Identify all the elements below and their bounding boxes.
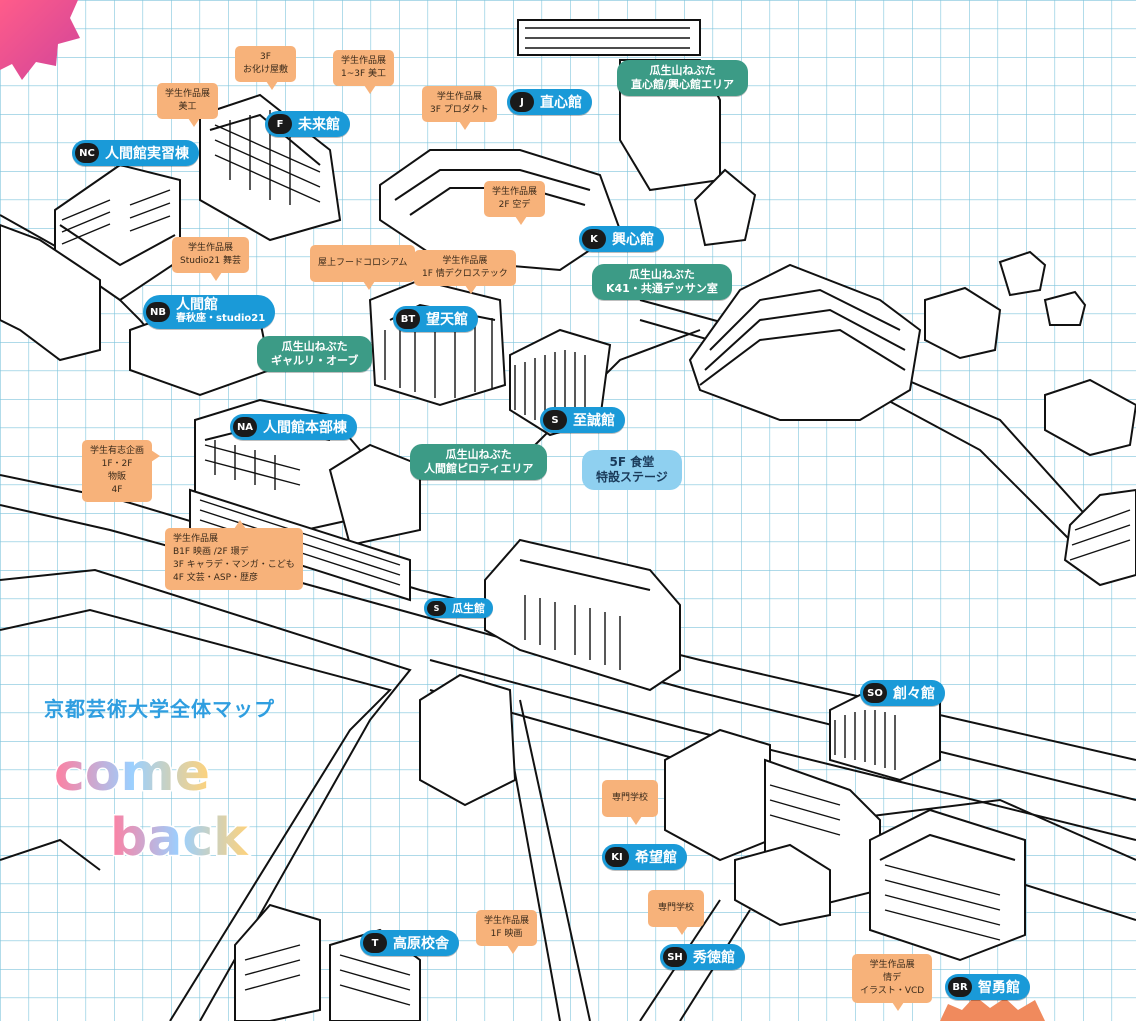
- note-studio21: 学生作品展 Studio21 舞芸: [172, 237, 249, 281]
- decorative-burst-orange-icon: [940, 996, 1045, 1021]
- note-sh-senmon: 専門学校: [648, 890, 705, 935]
- nebuta-area-k41[interactable]: 瓜生山ねぶた K41・共通デッサン室: [592, 264, 732, 300]
- map-title: 京都芸術大学全体マップ: [44, 697, 275, 721]
- note-k-kude: 学生作品展 2F 空デ: [484, 181, 546, 225]
- buildings-outline: [0, 19, 1136, 1021]
- nebuta-area-ningenkan-piloti[interactable]: 瓜生山ねぶた 人間館ピロティエリア: [410, 444, 548, 480]
- note-na-exhibition: 学生作品展 B1F 映画 /2F 環デ 3F キャラデ・マンガ・こども 4F 文…: [165, 520, 303, 590]
- nebuta-area-galerie-aube[interactable]: 瓜生山ねぶた ギャルリ・オーブ: [257, 336, 373, 372]
- note-food-colosseum: 屋上フードコロシアム: [310, 245, 416, 290]
- note-t-eiga: 学生作品展 1F 映画: [476, 910, 538, 954]
- note-br-jode: 学生作品展 情デ イラスト・VCD: [852, 954, 933, 1011]
- logo-line1: come: [54, 743, 210, 803]
- note-bt-jode: 学生作品展 1F 情デクロステック: [414, 250, 516, 294]
- note-f-bikou: 学生作品展 1~3F 美工: [333, 50, 395, 94]
- note-na-volunteer: 学生有志企画 1F・2F 物販 4F: [82, 440, 161, 502]
- note-nc-bikou: 学生作品展 美工: [157, 83, 219, 127]
- nebuta-area-chokushin-koshin[interactable]: 瓜生山ねぶた 直心館/興心館エリア: [617, 60, 749, 96]
- stage-label[interactable]: 5F 食堂 特設ステージ: [582, 450, 682, 490]
- note-obakeyashiki: 3F お化け屋敷: [235, 46, 297, 90]
- note-j-product: 学生作品展 3F プロダクト: [422, 86, 497, 130]
- logo-group: come back: [53, 742, 251, 870]
- building-label-nb[interactable]: NB 人間館 春秋座・studio21: [143, 295, 276, 329]
- note-ki-senmon: 専門学校: [602, 780, 659, 825]
- logo-line2: back: [110, 808, 249, 868]
- decorative-burst-icon: [0, 0, 80, 80]
